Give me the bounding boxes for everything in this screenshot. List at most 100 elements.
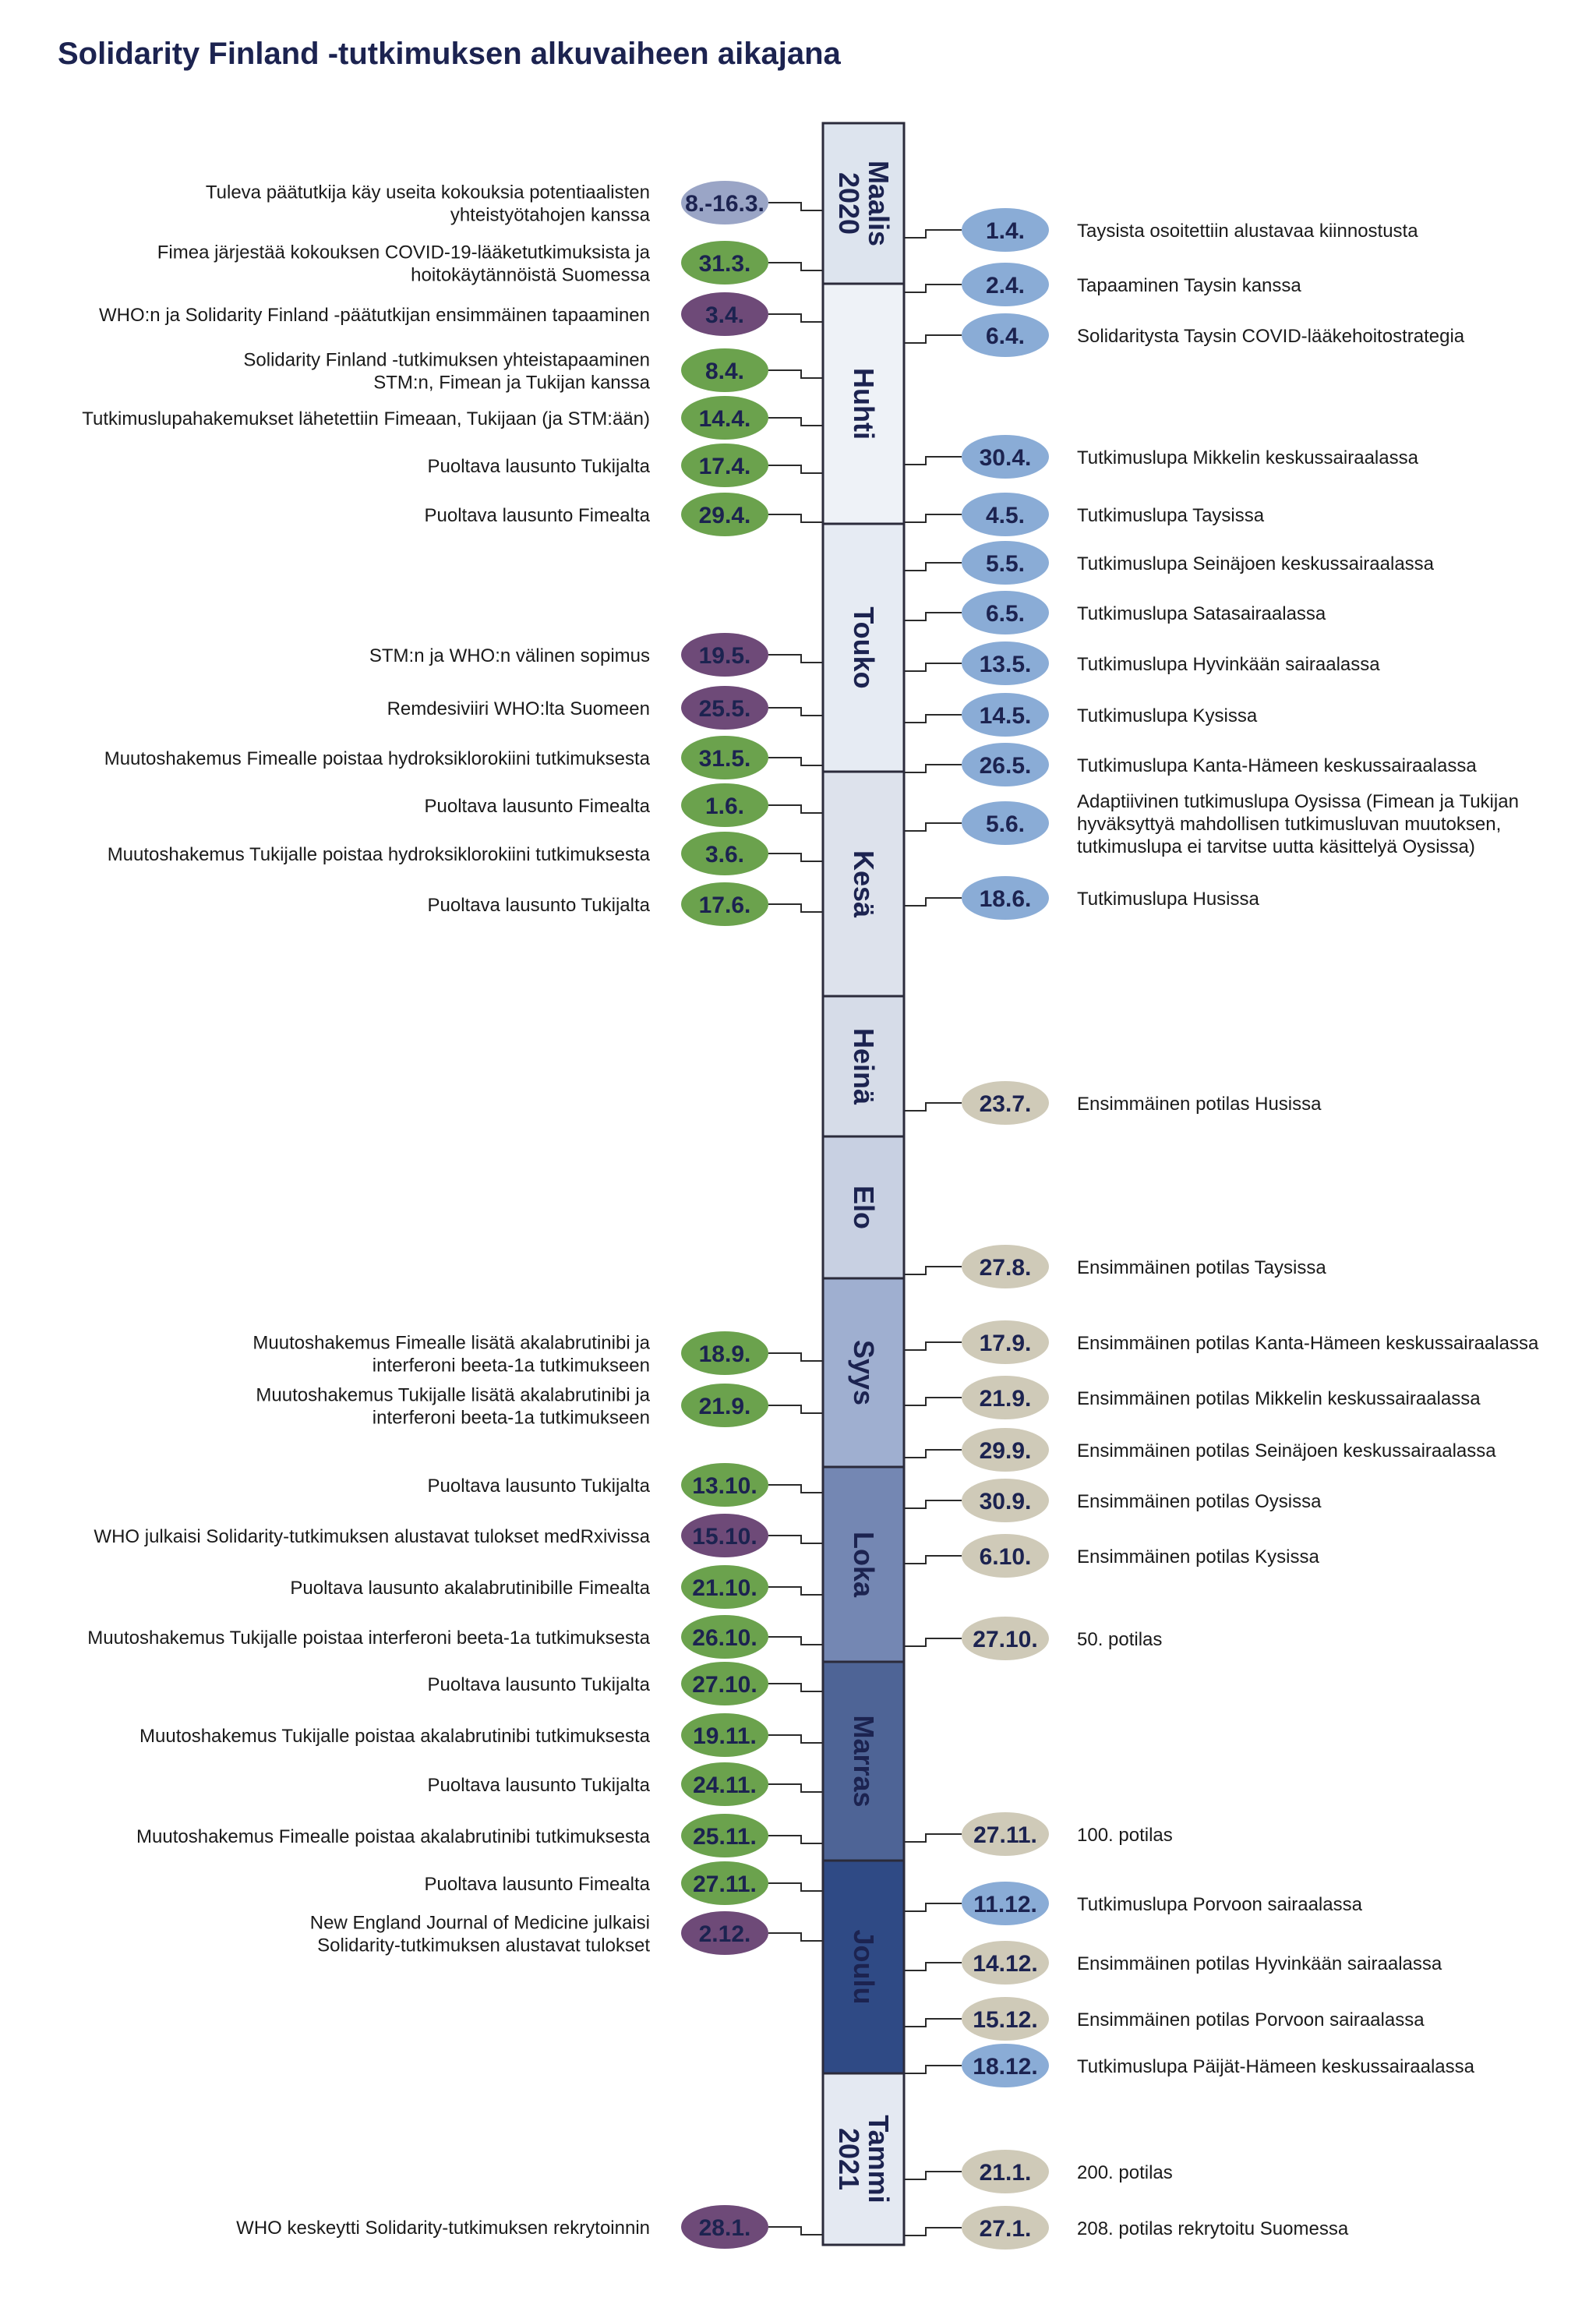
date-label: 15.10.: [692, 1524, 757, 1550]
date-badge: [962, 1428, 1049, 1472]
date-label: 19.5.: [699, 643, 751, 669]
connector-line: [768, 1734, 823, 1744]
connector-line: [904, 1903, 962, 1912]
date-badge: [681, 1662, 768, 1705]
connector-line: [904, 1341, 962, 1351]
month-block: [821, 1135, 906, 1280]
month-block: [821, 522, 906, 773]
event-description: Puoltava lausunto Tukijalta: [427, 456, 650, 477]
event-description: Tutkimuslupahakemukset lähetettiin Fimea…: [82, 408, 650, 429]
left-event: 26.10.Muutoshakemus Tukijalle poistaa in…: [87, 1615, 768, 1659]
connector-line: [904, 1449, 962, 1458]
connector-line: [904, 334, 962, 344]
date-badge: [681, 832, 768, 875]
event-description: WHO:n ja Solidarity Finland -päätutkijan…: [99, 305, 650, 326]
left-event: 31.5.Muutoshakemus Fimealle poistaa hydr…: [104, 736, 768, 779]
date-label: 3.6.: [705, 842, 744, 868]
date-label: 5.5.: [986, 551, 1025, 577]
date-label: 30.4.: [980, 445, 1032, 471]
date-badge: [681, 348, 768, 392]
date-badge: [681, 493, 768, 536]
date-badge: [681, 1384, 768, 1427]
event-description: Ensimmäinen potilas Husissa: [1077, 1094, 1322, 1115]
event-description: STM:n, Fimean ja Tukijan kanssa: [373, 373, 650, 394]
event-description: interferoni beeta-1a tutkimukseen: [373, 1355, 650, 1377]
event-description: Fimea järjestää kokouksen COVID-19-lääke…: [157, 242, 651, 263]
date-label: 25.5.: [699, 696, 751, 722]
date-label: 13.10.: [692, 1473, 757, 1499]
connector-line: [768, 1636, 823, 1645]
date-badge: [962, 876, 1049, 920]
right-events: 1.4.Taysista osoitettiin alustavaa kiinn…: [962, 208, 1539, 2250]
date-label: 27.10.: [692, 1672, 757, 1698]
event-description: STM:n ja WHO:n välinen sopimus: [369, 645, 650, 666]
date-label: 29.9.: [980, 1438, 1032, 1464]
event-description: Puoltava lausunto Fimealta: [425, 796, 651, 817]
event-description: Puoltava lausunto Tukijalta: [427, 1775, 650, 1796]
right-event: 1.4.Taysista osoitettiin alustavaa kiinn…: [962, 208, 1418, 252]
event-description: Tutkimuslupa Seinäjoen keskussairaalassa: [1077, 553, 1435, 574]
connector-line: [904, 514, 962, 523]
event-description: Tutkimuslupa Husissa: [1077, 889, 1260, 910]
left-event: 27.10. Puoltava lausunto Tukijalta: [427, 1662, 768, 1705]
left-event: 15.10. WHO julkaisi Solidarity-tutkimukse…: [94, 1514, 768, 1557]
left-event: 3.6.Muutoshakemus Tukijalle poistaa hydr…: [108, 832, 768, 875]
date-badge: [681, 1762, 768, 1806]
connector-line: [768, 853, 823, 862]
event-description: Tapaaminen Taysin kanssa: [1077, 275, 1301, 296]
date-badge: [681, 1861, 768, 1905]
date-badge: [681, 633, 768, 677]
event-description: Muutoshakemus Tukijalle poistaa akalabru…: [139, 1726, 651, 1747]
event-description: Ensimmäinen potilas Seinäjoen keskussair…: [1077, 1440, 1496, 1461]
page-title: Solidarity Finland -tutkimuksen alkuvaih…: [58, 37, 842, 71]
event-description: Solidarity Finland -tutkimuksen yhteista…: [243, 350, 650, 371]
date-label: 21.9.: [980, 1386, 1032, 1412]
event-description: Solidarity-tutkimuksen alustavat tulokse…: [317, 1935, 650, 1956]
event-description: Muutoshakemus Fimealle poistaa akalabrut…: [136, 1826, 651, 1847]
left-event: 19.11.Muutoshakemus Tukijalle poistaa ak…: [139, 1713, 768, 1757]
connector-line: [768, 757, 823, 766]
event-description: Puoltava lausunto akalabrutinibille Fime…: [290, 1578, 650, 1599]
left-event: 17.4.Puoltava lausunto Tukijalta: [427, 444, 768, 487]
date-badge: [962, 591, 1049, 634]
right-event: 27.1.208. potilas rekrytoitu Suomessa: [962, 2206, 1349, 2250]
connector-line: [768, 1535, 823, 1544]
right-event: 17.9.Ensimmäinen potilas Kanta-Hämeen ke…: [962, 1320, 1539, 1364]
date-label: 3.4.: [705, 302, 744, 328]
event-description: 200. potilas: [1077, 2162, 1173, 2183]
right-event: 14.12.Ensimmäinen potilas Hyvinkään sair…: [962, 1941, 1442, 1985]
date-label: 29.4.: [699, 503, 751, 528]
event-description: Tutkimuslupa Päijät-Hämeen keskussairaal…: [1077, 2056, 1475, 2077]
connector-line: [904, 1555, 962, 1564]
left-event: 1.6.Puoltava lausunto Fimealta: [425, 783, 768, 827]
date-badge: [681, 241, 768, 285]
month-label: Huhti: [848, 368, 880, 440]
event-description: Puoltava lausunto Tukijalta: [427, 1674, 650, 1695]
date-badge: [681, 1565, 768, 1609]
connector-line: [768, 1783, 823, 1793]
date-label: 5.6.: [986, 811, 1025, 837]
event-description: Puoltava lausunto Fimealta: [425, 1874, 651, 1895]
date-label: 14.4.: [699, 406, 751, 432]
event-description: New England Journal of Medicine julkaisi: [310, 1913, 650, 1934]
right-event: 27.11.100. potilas: [962, 1812, 1173, 1856]
left-event: 21.10.Puoltava lausunto akalabrutinibill…: [290, 1565, 768, 1609]
connector-line: [768, 1405, 823, 1414]
event-description: WHO keskeytti Solidarity-tutkimuksen rek…: [236, 2218, 650, 2239]
left-event: 25.11.Muutoshakemus Fimealle poistaa aka…: [136, 1814, 768, 1857]
left-event: 27.11.Puoltava lausunto Fimealta: [425, 1861, 768, 1905]
connector-line: [904, 229, 962, 239]
event-description: Taysista osoitettiin alustavaa kiinnostu…: [1077, 221, 1418, 242]
right-event: 23.7.Ensimmäinen potilas Husissa: [962, 1081, 1322, 1125]
event-description: WHO julkaisi Solidarity-tutkimuksen alus…: [94, 1526, 650, 1547]
event-description: hoitokäytännöistä Suomessa: [411, 265, 651, 286]
date-label: 6.5.: [986, 601, 1025, 627]
month-label: Elo: [848, 1186, 880, 1229]
connector-line: [904, 1102, 962, 1112]
event-description: Ensimmäinen potilas Mikkelin keskussaira…: [1077, 1388, 1481, 1409]
date-badge: [681, 1713, 768, 1757]
month-block: [821, 282, 906, 525]
date-badge: [681, 1911, 768, 1955]
connector-line: [768, 1835, 823, 1844]
